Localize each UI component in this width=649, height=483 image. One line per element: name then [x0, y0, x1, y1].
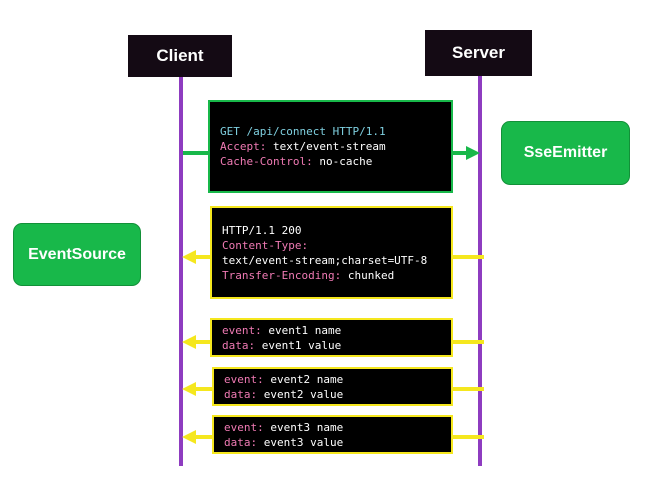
http-response-message: HTTP/1.1 200 Content-Type: text/event-st…	[210, 206, 453, 299]
event2-event-label: event:	[224, 372, 264, 386]
status-line: HTTP/1.1 200	[222, 223, 302, 237]
event3-arrowhead	[182, 430, 196, 444]
client-lifeline	[179, 74, 183, 466]
server-lifeline	[478, 74, 482, 466]
event3-data-line: data: event3 value	[224, 435, 441, 450]
event-source-badge: EventSource	[13, 223, 141, 286]
cache-control-header: Cache-Control: no-cache	[220, 154, 441, 169]
event3-message: event: event3 name data: event3 value	[212, 415, 453, 454]
event2-event-line: event: event2 name	[224, 372, 441, 387]
client-participant-header: Client	[128, 35, 232, 77]
http-request-message: GET /api/connect HTTP/1.1 Accept: text/e…	[208, 100, 453, 193]
accept-header-value: text/event-stream	[266, 140, 386, 153]
event1-event-label: event:	[222, 323, 262, 337]
event3-event-label: event:	[224, 420, 264, 434]
event2-data-value: event2 value	[257, 387, 344, 401]
event2-data-line: data: event2 value	[224, 387, 441, 402]
accept-header: Accept: text/event-stream	[220, 139, 441, 154]
event1-data-value: event1 value	[255, 338, 342, 352]
response-arrowhead	[182, 250, 196, 264]
event1-message: event: event1 name data: event1 value	[210, 318, 453, 357]
event1-event-line: event: event1 name	[222, 323, 441, 338]
event3-data-label: data:	[224, 435, 258, 449]
event2-arrowhead	[182, 382, 196, 396]
event1-data-line: data: event1 value	[222, 338, 441, 353]
cache-control-header-name: Cache-Control:	[220, 155, 313, 168]
sse-emitter-badge: SseEmitter	[501, 121, 630, 185]
event-source-label: EventSource	[28, 245, 126, 263]
event2-data-label: data:	[224, 387, 258, 401]
server-participant-header: Server	[425, 30, 532, 76]
request-line: GET /api/connect HTTP/1.1	[220, 125, 386, 138]
cache-control-header-value: no-cache	[312, 155, 373, 168]
event3-data-value: event3 value	[257, 435, 344, 449]
content-type-header-name: Content-Type:	[222, 238, 309, 252]
event3-event-value: event3 name	[263, 420, 344, 434]
transfer-encoding-header-name: Transfer-Encoding:	[222, 268, 342, 282]
transfer-encoding-header-value: chunked	[341, 268, 395, 282]
event1-event-value: event1 name	[261, 323, 342, 337]
event2-message: event: event2 name data: event2 value	[212, 367, 453, 406]
accept-header-name: Accept:	[220, 140, 267, 153]
server-participant-label: Server	[452, 43, 505, 62]
event1-arrowhead	[182, 335, 196, 349]
transfer-encoding-header: Transfer-Encoding: chunked	[222, 268, 441, 283]
event3-event-line: event: event3 name	[224, 420, 441, 435]
event1-data-label: data:	[222, 338, 256, 352]
content-type-header-value: text/event-stream;charset=UTF-8	[222, 253, 428, 267]
sse-emitter-label: SseEmitter	[523, 144, 608, 161]
request-arrowhead	[466, 146, 480, 160]
event2-event-value: event2 name	[263, 372, 344, 386]
client-participant-label: Client	[156, 46, 204, 65]
